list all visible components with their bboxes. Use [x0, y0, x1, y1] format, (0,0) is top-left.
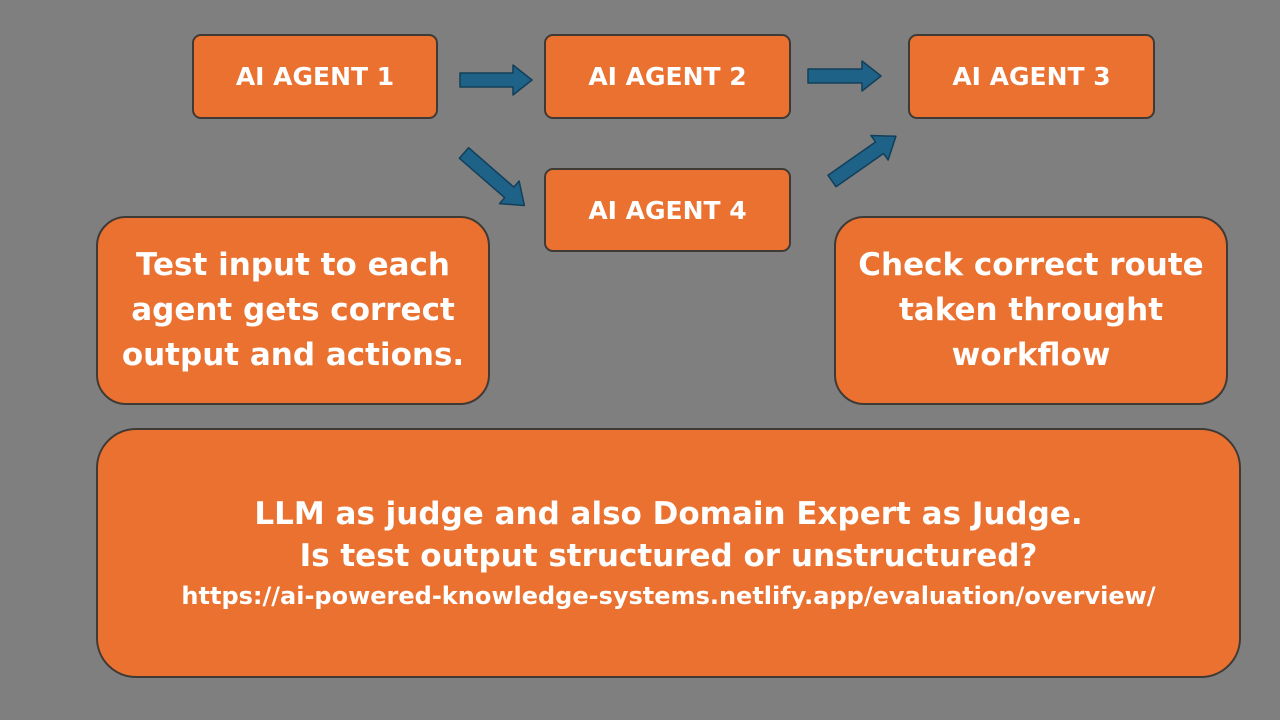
ai-agent-4-label: AI AGENT 4	[588, 195, 747, 225]
route-check-text: Check correct route taken throught workf…	[858, 247, 1204, 373]
arrow-agent4-to-agent3	[827, 134, 897, 188]
ai-agent-2-box: AI AGENT 2	[544, 34, 791, 119]
agent-output-test-text: Test input to each agent gets correct ou…	[121, 247, 465, 373]
evaluation-url: https://ai-powered-knowledge-systems.net…	[181, 582, 1156, 610]
ai-agent-4-box: AI AGENT 4	[544, 168, 791, 252]
ai-agent-1-box: AI AGENT 1	[192, 34, 438, 119]
judge-evaluation-box: LLM as judge and also Domain Expert as J…	[96, 428, 1241, 678]
ai-agent-3-box: AI AGENT 3	[908, 34, 1155, 119]
route-check-note: Check correct route taken throught workf…	[834, 216, 1228, 405]
arrow-agent2-to-agent3	[807, 60, 882, 92]
arrow-agent1-to-agent2	[459, 64, 533, 96]
judge-line-1: LLM as judge and also Domain Expert as J…	[254, 496, 1083, 532]
agent-output-test-note: Test input to each agent gets correct ou…	[96, 216, 490, 405]
ai-agent-3-label: AI AGENT 3	[952, 62, 1111, 91]
ai-agent-1-label: AI AGENT 1	[235, 62, 395, 91]
ai-agent-2-label: AI AGENT 2	[588, 62, 747, 91]
arrow-agent1-to-agent4	[458, 146, 526, 207]
judge-line-2: Is test output structured or unstructure…	[299, 538, 1038, 574]
